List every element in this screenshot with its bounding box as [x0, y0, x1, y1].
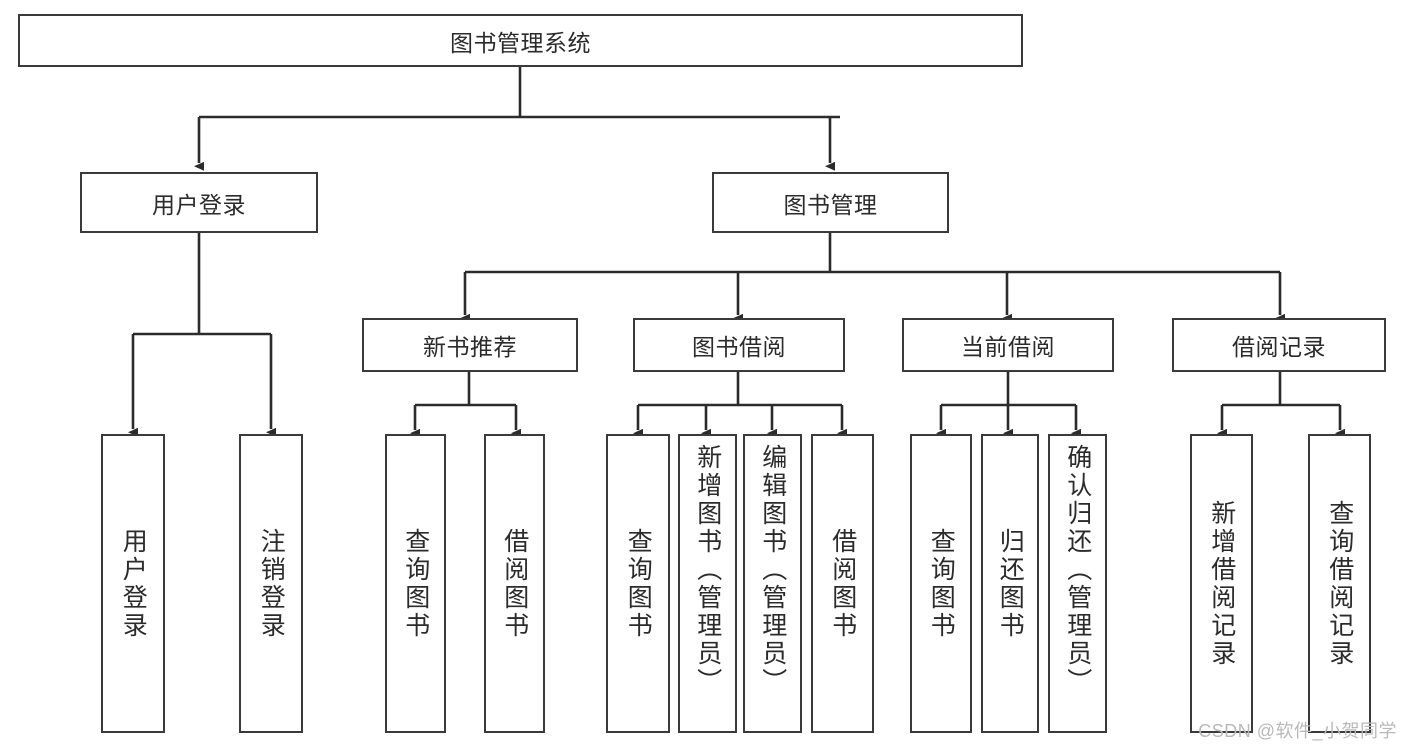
node-book-borrow[interactable]: 图书借阅: [633, 318, 845, 372]
node-leaf-confirm-return-label: 确认归还（管理员）: [1063, 444, 1092, 696]
node-leaf-add-book-label: 新增图书（管理员）: [693, 444, 722, 696]
node-user-login[interactable]: 用户登录: [80, 172, 318, 233]
node-leaf-confirm-return[interactable]: 确认归还（管理员）: [1048, 434, 1107, 733]
node-leaf-add-record-label: 新增借阅记录: [1207, 499, 1236, 668]
node-leaf-borrow-book-2-label: 借阅图书: [828, 527, 857, 640]
node-root[interactable]: 图书管理系统: [18, 14, 1023, 67]
node-leaf-return-book-label: 归还图书: [996, 527, 1025, 640]
node-leaf-logout-login-label: 注销登录: [257, 527, 286, 640]
node-leaf-query-record-label: 查询借阅记录: [1325, 499, 1354, 668]
node-user-login-label: 用户登录: [152, 191, 246, 218]
node-book-borrow-label: 图书借阅: [692, 334, 786, 360]
node-leaf-borrow-book-1-label: 借阅图书: [500, 527, 529, 640]
node-leaf-edit-book[interactable]: 编辑图书（管理员）: [743, 434, 802, 733]
node-root-label: 图书管理系统: [450, 29, 591, 56]
node-leaf-add-book[interactable]: 新增图书（管理员）: [678, 434, 737, 733]
node-leaf-query-record[interactable]: 查询借阅记录: [1308, 434, 1371, 733]
node-current-borrow[interactable]: 当前借阅: [902, 318, 1114, 372]
node-current-borrow-label: 当前借阅: [961, 334, 1055, 360]
node-leaf-query-book-1-label: 查询图书: [401, 527, 430, 640]
node-leaf-query-book-2-label: 查询图书: [624, 527, 653, 640]
node-leaf-return-book[interactable]: 归还图书: [981, 434, 1039, 733]
node-borrow-record[interactable]: 借阅记录: [1172, 318, 1386, 372]
node-leaf-logout-login[interactable]: 注销登录: [239, 434, 303, 733]
csdn-watermark: CSDN @软件_小贺同学: [1198, 721, 1397, 741]
node-leaf-user-login-label: 用户登录: [119, 527, 148, 640]
node-leaf-edit-book-label: 编辑图书（管理员）: [758, 444, 787, 696]
node-leaf-query-book-2[interactable]: 查询图书: [606, 434, 670, 733]
node-leaf-user-login[interactable]: 用户登录: [101, 434, 165, 733]
node-book-manage-label: 图书管理: [783, 191, 878, 218]
node-leaf-borrow-book-1[interactable]: 借阅图书: [484, 434, 545, 733]
node-leaf-borrow-book-2[interactable]: 借阅图书: [811, 434, 874, 733]
node-leaf-query-book-1[interactable]: 查询图书: [385, 434, 446, 733]
node-leaf-add-record[interactable]: 新增借阅记录: [1190, 434, 1253, 733]
node-borrow-record-label: 借阅记录: [1232, 334, 1326, 360]
node-book-manage[interactable]: 图书管理: [712, 172, 949, 233]
node-new-book-rec-label: 新书推荐: [423, 334, 517, 360]
node-leaf-query-book-3-label: 查询图书: [927, 527, 956, 640]
node-leaf-query-book-3[interactable]: 查询图书: [910, 434, 972, 733]
node-new-book-rec[interactable]: 新书推荐: [362, 318, 578, 372]
